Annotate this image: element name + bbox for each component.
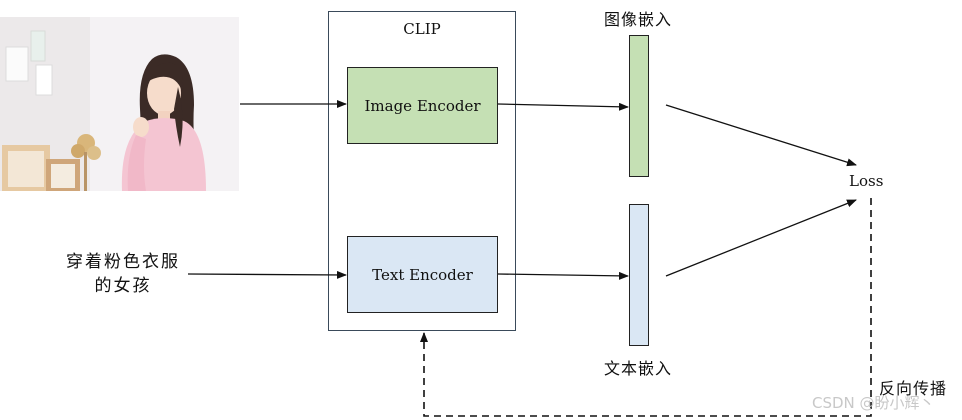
arrow-text-encoder-to-embedding [497,271,629,280]
image-encoder-box: Image Encoder [347,67,498,144]
input-photo [0,17,239,191]
input-text: 穿着粉色衣服 的女孩 [58,250,188,298]
backprop-label: 反向传播 [879,379,948,398]
watermark: CSDN @盼小辉丶 [812,394,935,412]
clip-model-box: CLIP [328,11,516,331]
input-text-line-2: 的女孩 [94,276,152,296]
arrow-image-embedding-to-loss [665,104,857,167]
image-embedding-bar [629,35,649,177]
clip-title: CLIP [403,20,441,38]
text-embedding-label: 文本嵌入 [604,359,673,378]
image-encoder-label: Image Encoder [364,96,481,115]
text-encoder-label: Text Encoder [372,265,473,284]
arrow-text-embedding-to-loss [665,199,857,277]
text-encoder-box: Text Encoder [347,236,498,313]
arrow-text-to-text-encoder [187,270,347,279]
image-embedding-label: 图像嵌入 [604,10,673,29]
loss-label: Loss [849,172,884,190]
input-text-line-1: 穿着粉色衣服 [66,252,180,272]
text-embedding-bar [629,204,649,346]
arrow-image-encoder-to-embedding [497,102,629,111]
